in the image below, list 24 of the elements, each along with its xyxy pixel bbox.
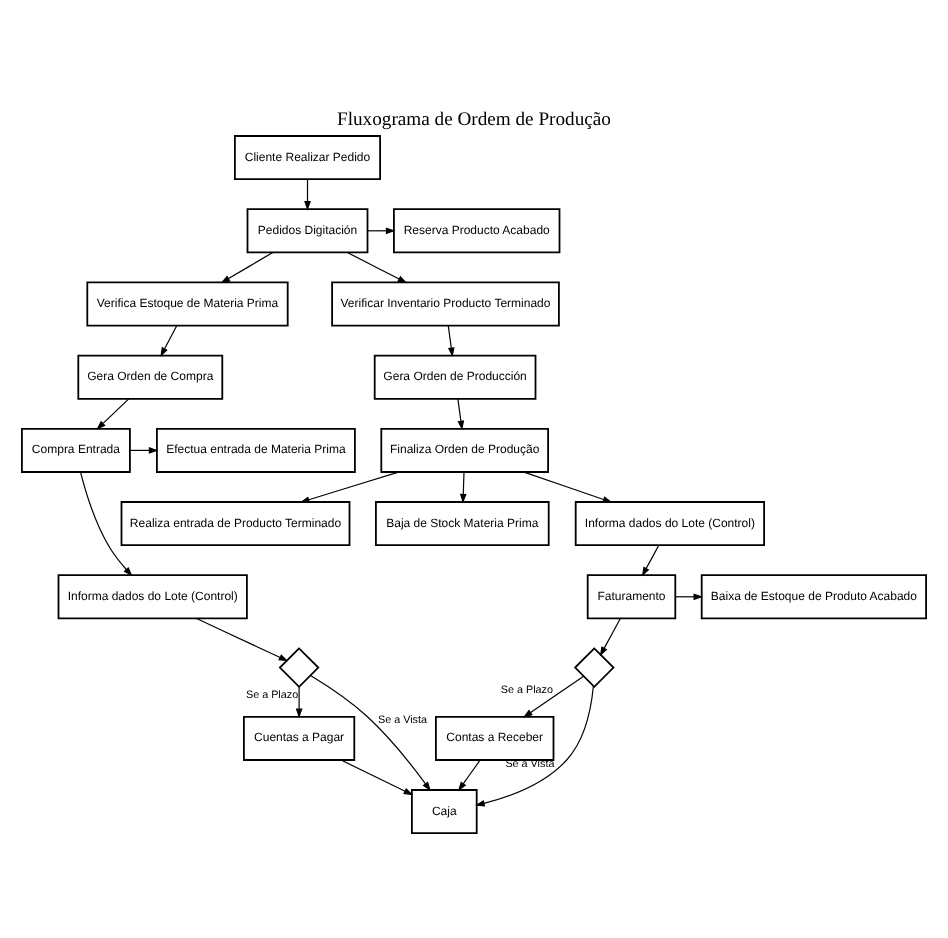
arrow <box>96 398 130 430</box>
arrow <box>475 685 594 807</box>
arrow <box>160 325 178 357</box>
arrow <box>641 544 660 577</box>
arrow <box>340 759 414 796</box>
arrow <box>457 759 481 792</box>
arrow <box>310 675 431 792</box>
arrow <box>304 178 311 211</box>
arrow <box>129 447 159 454</box>
arrow <box>674 593 704 601</box>
arrow <box>522 675 584 718</box>
arrow <box>523 471 613 503</box>
diagram-title: Fluxograma de Ordem de Produção <box>337 108 611 131</box>
arrow <box>346 251 408 284</box>
arrow <box>80 471 133 577</box>
arrow <box>295 686 303 719</box>
arrow <box>299 471 399 503</box>
arrow <box>457 398 465 431</box>
arrow <box>599 617 621 657</box>
arrow <box>367 227 396 235</box>
arrow <box>459 471 467 504</box>
arrow <box>220 251 274 284</box>
arrow <box>447 325 455 358</box>
arrow <box>196 617 289 662</box>
